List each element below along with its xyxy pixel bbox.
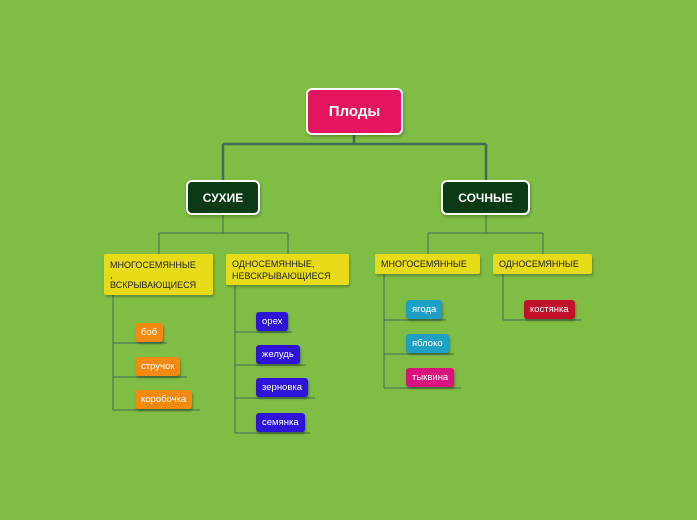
dry-single-seeded-label-line2: НЕВСКРЫВАЮЩИЕСЯ — [232, 271, 331, 281]
leaf-yagoda[interactable]: ягода — [406, 300, 443, 319]
leaf-struchok[interactable]: стручок — [135, 357, 181, 376]
dry-single-seeded-label-line1: ОДНОСЕМЯННЫЕ, — [232, 259, 315, 269]
leaf-yabloko[interactable]: яблоко — [406, 334, 449, 353]
juicy-many-seeded-node[interactable]: МНОГОСЕМЯННЫЕ — [375, 254, 480, 274]
dry-many-seeded-label-line3: ВСКРЫВАЮЩИЕСЯ — [110, 280, 197, 290]
dry-many-seeded-node[interactable]: МНОГОСЕМЯННЫЕ , ВСКРЫВАЮЩИЕСЯ — [104, 254, 213, 295]
dry-fruits-node[interactable]: СУХИЕ — [186, 180, 260, 215]
leaf-zernovka[interactable]: зерновка — [256, 378, 309, 397]
juicy-fruits-node[interactable]: СОЧНЫЕ — [441, 180, 530, 215]
root-node[interactable]: Плоды — [306, 88, 403, 135]
root-connectors — [221, 135, 488, 181]
leaf-kostyanka[interactable]: костянка — [524, 300, 575, 319]
branch-connectors — [158, 214, 544, 255]
leaf-orekh[interactable]: орех — [256, 312, 289, 331]
juicy-single-seeded-node[interactable]: ОДНОСЕМЯННЫЕ — [493, 254, 592, 274]
leaf-tykvina[interactable]: тыквина — [406, 368, 455, 387]
leaf-korobochka[interactable]: коробочка — [135, 390, 193, 409]
dry-many-seeded-label-line2: , — [110, 270, 113, 280]
leaf-semyanka[interactable]: семянка — [256, 413, 305, 432]
leaf-connectors — [112, 274, 581, 434]
dry-single-seeded-node[interactable]: ОДНОСЕМЯННЫЕ, НЕВСКРЫВАЮЩИЕСЯ — [226, 254, 349, 285]
dry-many-seeded-label-line1: МНОГОСЕМЯННЫЕ — [110, 260, 196, 270]
leaf-zheluд[interactable]: желудь — [256, 345, 300, 364]
leaf-bob[interactable]: боб — [135, 323, 164, 342]
